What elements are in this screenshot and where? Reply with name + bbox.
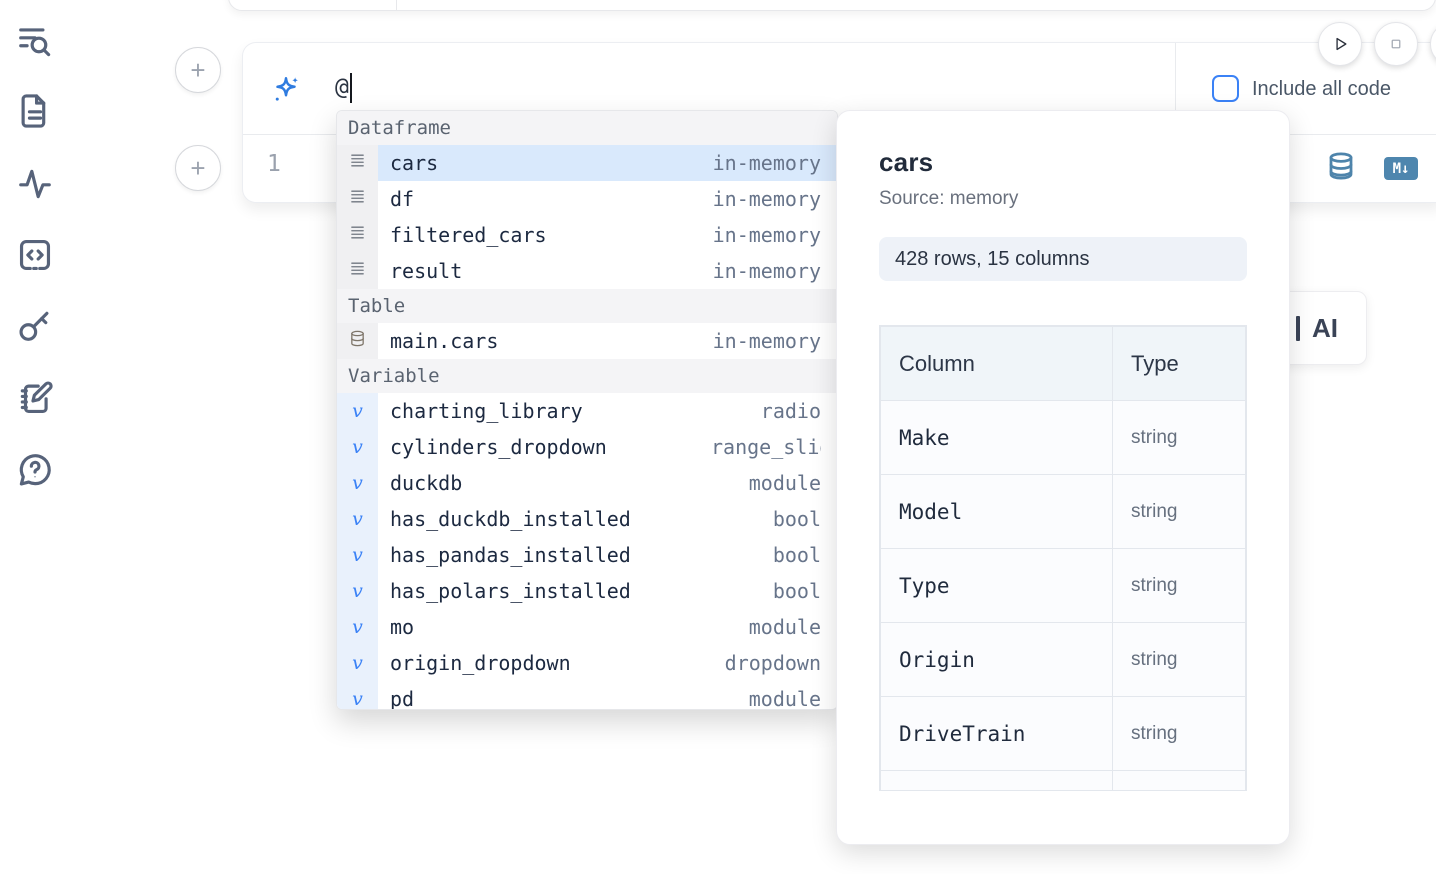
autocomplete-item[interactable]: cars in-memory	[337, 145, 837, 181]
dataframe-rows-icon	[349, 152, 366, 174]
dataframe-rows-icon	[349, 188, 366, 210]
run-cell-button[interactable]	[1318, 22, 1362, 66]
autocomplete-item[interactable]: v cylinders_dropdown range_slider	[337, 429, 837, 465]
autocomplete-item[interactable]: v has_duckdb_installed bool	[337, 501, 837, 537]
stop-cell-button[interactable]	[1374, 22, 1418, 66]
ai-prompt-input[interactable]: @	[335, 73, 352, 103]
variable-icon: v	[352, 400, 363, 422]
add-cell-button-top[interactable]: +	[175, 47, 221, 93]
code-snippets-icon[interactable]	[16, 236, 54, 274]
section-header-variable: Variable	[337, 359, 837, 393]
autocomplete-item[interactable]: df in-memory	[337, 181, 837, 217]
variable-icon: v	[352, 580, 363, 602]
table-row: Type string	[880, 548, 1246, 623]
table-row: Origin string	[880, 622, 1246, 697]
dataframe-preview-card: cars Source: memory 428 rows, 15 columns…	[836, 110, 1290, 845]
autocomplete-item[interactable]: v duckdb module	[337, 465, 837, 501]
autocomplete-dropdown: Dataframe cars in-memory df in-memory fi…	[336, 110, 838, 710]
previous-cell-divider	[396, 0, 397, 10]
table-header-row: Column Type	[880, 326, 1246, 401]
clipped-letter-fragment	[1296, 315, 1300, 341]
text-caret	[349, 73, 352, 103]
sparkle-ai-icon	[275, 77, 299, 101]
previous-cell-edge	[228, 0, 1436, 11]
variable-icon: v	[352, 472, 363, 494]
helper-sidebar	[0, 0, 70, 874]
help-chat-icon[interactable]	[16, 451, 54, 489]
table-row: Make string	[880, 400, 1246, 475]
code-editor-row[interactable]: 1 M↓	[243, 135, 1436, 202]
preview-title: cars	[879, 147, 934, 177]
include-all-code-checkbox[interactable]	[1212, 75, 1239, 102]
dataframe-rows-icon	[349, 224, 366, 246]
ai-button-label: AI	[1312, 312, 1338, 343]
autocomplete-item-partial[interactable]: v pd module	[337, 681, 837, 710]
datasource-icon[interactable]	[1326, 151, 1356, 186]
autocomplete-item[interactable]: result in-memory	[337, 253, 837, 289]
autocomplete-item[interactable]: v mo module	[337, 609, 837, 645]
add-cell-button-bottom[interactable]: +	[175, 145, 221, 191]
play-icon	[1336, 37, 1347, 51]
variable-icon: v	[352, 688, 363, 710]
autocomplete-item[interactable]: v charting_library radio	[337, 393, 837, 429]
variable-icon: v	[352, 616, 363, 638]
preview-shape-badge: 428 rows, 15 columns	[879, 237, 1247, 281]
autocomplete-item[interactable]: v origin_dropdown dropdown	[337, 645, 837, 681]
variable-icon: v	[352, 436, 363, 458]
file-text-icon[interactable]	[16, 92, 54, 130]
line-number: 1	[267, 151, 281, 177]
table-row-partial	[880, 770, 1246, 791]
column-header: Column	[880, 326, 1113, 401]
variable-icon: v	[352, 544, 363, 566]
preview-schema-table: Column Type Make string Model string Typ…	[879, 325, 1247, 791]
markdown-badge-icon[interactable]: M↓	[1384, 157, 1418, 180]
section-header-dataframe: Dataframe	[337, 111, 837, 145]
activity-icon[interactable]	[16, 165, 54, 203]
variable-icon: v	[352, 652, 363, 674]
autocomplete-item[interactable]: filtered_cars in-memory	[337, 217, 837, 253]
table-row: DriveTrain string	[880, 696, 1246, 771]
dataframe-rows-icon	[349, 260, 366, 282]
autocomplete-item[interactable]: main.cars in-memory	[337, 323, 837, 359]
autocomplete-item[interactable]: v has_polars_installed bool	[337, 573, 837, 609]
stop-icon	[1391, 39, 1401, 49]
variable-icon: v	[352, 508, 363, 530]
type-header: Type	[1112, 326, 1246, 401]
notebook-pen-icon[interactable]	[16, 379, 54, 417]
list-search-icon[interactable]	[16, 22, 54, 60]
autocomplete-item[interactable]: v has_pandas_installed bool	[337, 537, 837, 573]
include-all-code-area: Include all code	[1175, 43, 1436, 135]
database-table-icon	[349, 330, 366, 352]
preview-source: Source: memory	[879, 188, 1019, 209]
include-all-code-label: Include all code	[1252, 78, 1391, 100]
table-row: Model string	[880, 474, 1246, 549]
key-icon[interactable]	[16, 307, 54, 345]
section-header-table: Table	[337, 289, 837, 323]
